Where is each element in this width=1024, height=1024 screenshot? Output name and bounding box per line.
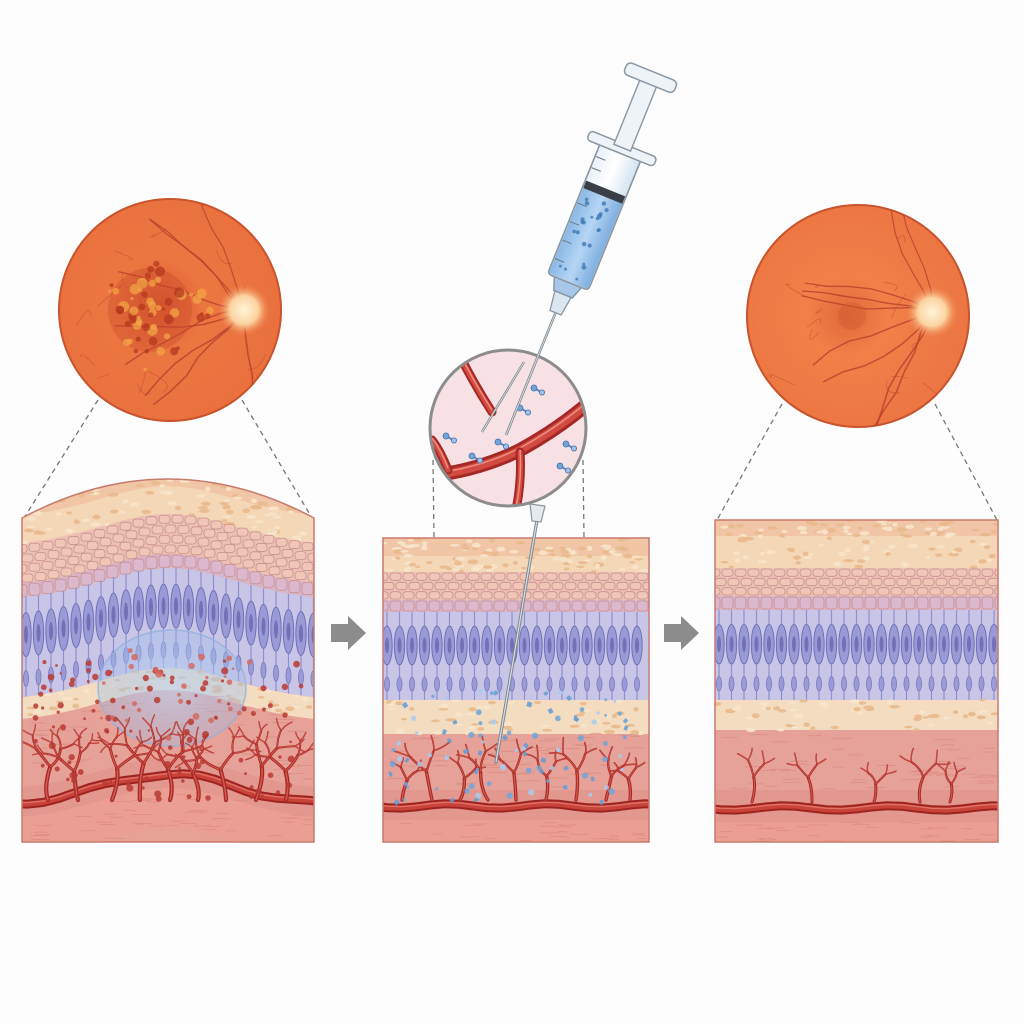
panel-border-after <box>714 519 999 843</box>
retina-panel-before <box>22 479 314 842</box>
panel-border-injection <box>382 537 650 843</box>
retina-panel-after <box>715 520 998 842</box>
magnified-injection-inset <box>428 348 588 508</box>
injection-needle <box>494 503 546 764</box>
zoom-guide-lines <box>23 399 998 539</box>
retina-panel-injection <box>383 538 649 842</box>
panel-border-before <box>21 478 315 843</box>
fundus-image-healthy <box>746 204 970 428</box>
arrow-right-icon <box>664 616 699 650</box>
arrow-right-icon <box>331 616 366 650</box>
fundus-image-diseased <box>58 198 282 422</box>
syringe <box>504 62 678 436</box>
